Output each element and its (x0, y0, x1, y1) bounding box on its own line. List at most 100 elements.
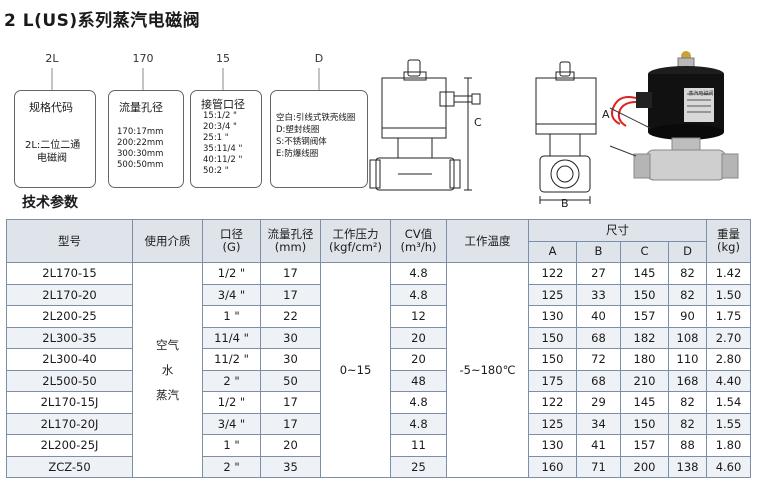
product-nameplate-text: 蒸汽电磁阀 (688, 91, 714, 97)
spec-code-line: 2L:二位二通 (25, 140, 81, 151)
cell-weight: 1.75 (706, 305, 751, 328)
cell-size-b: 33 (576, 283, 621, 306)
cell-size-b: 41 (576, 434, 621, 457)
cell-port: 2 " (202, 369, 261, 392)
code-port: 15 (216, 52, 230, 65)
cell-size-c: 210 (620, 369, 669, 392)
valve-front-drawing (369, 59, 481, 191)
cell-weight: 2.70 (706, 326, 751, 349)
code-connectors (51, 68, 320, 90)
cell-size-c: 182 (620, 326, 669, 349)
coil-line: D:塑封线圈 (276, 125, 320, 135)
coil-line: S:不锈钢阀体 (276, 137, 327, 147)
cell-size-a: 160 (528, 455, 577, 478)
cell-port: 1 " (202, 434, 261, 457)
cell-weight: 1.55 (706, 412, 751, 435)
table-subheader-row: A B C D (7, 240, 751, 263)
page-title: 2 L(US)系列蒸汽电磁阀 (4, 11, 201, 31)
header-size-a: A (528, 240, 577, 263)
cell-size-d: 168 (668, 369, 707, 392)
valve-side-drawing (535, 61, 597, 204)
spec-code-line: 电磁阀 (37, 153, 67, 164)
spec-code-label: 规格代码 (29, 101, 73, 114)
cell-port: 11/2 " (202, 348, 261, 371)
cell-size-b: 40 (576, 305, 621, 328)
cell-medium: 空气水蒸汽 (132, 262, 203, 478)
port-line: 15:1/2 " (203, 111, 237, 121)
cell-weight: 1.54 (706, 391, 751, 414)
cell-orifice: 22 (260, 305, 321, 328)
cell-orifice: 17 (260, 262, 321, 285)
code-orifice: 170 (132, 52, 154, 65)
header-size: 尺寸 (528, 219, 707, 242)
cell-port: 2 " (202, 455, 261, 478)
cell-size-b: 29 (576, 391, 621, 414)
coil-line: 空白:引线式铁壳线圈 (276, 113, 356, 123)
section-title: 技术参数 (22, 195, 78, 211)
cell-model: 2L170-15J (6, 391, 133, 414)
cell-port: 1/2 " (202, 391, 261, 414)
cell-port: 3/4 " (202, 283, 261, 306)
orifice-label: 流量孔径 (119, 101, 163, 114)
cell-size-c: 145 (620, 391, 669, 414)
cell-size-a: 150 (528, 326, 577, 349)
cell-cv: 25 (390, 455, 447, 478)
port-size-box: 接管口径 15:1/2 " 20:3/4 " 25:1 " 35:11/4 " … (190, 90, 262, 188)
cell-model: 2L300-40 (6, 348, 133, 371)
coil-line: E:防爆线圈 (276, 149, 319, 159)
cell-size-c: 150 (620, 412, 669, 435)
cell-cv: 4.8 (390, 412, 447, 435)
code-coil: D (314, 52, 324, 65)
cell-model: ZCZ-50 (6, 455, 133, 478)
table-header-row: 型号 使用介质 口径(G) 流量孔径(mm) 工作压力(kgf/cm²) CV值… (6, 219, 751, 263)
spec-code-box: 规格代码 2L:二位二通 电磁阀 (14, 90, 96, 188)
cell-size-a: 130 (528, 305, 577, 328)
cell-size-b: 71 (576, 455, 621, 478)
cell-temp: -5~180℃ (446, 262, 529, 478)
cell-size-b: 27 (576, 262, 621, 285)
port-line: 35:11/4 " (203, 144, 243, 154)
port-line: 20:3/4 " (203, 122, 237, 132)
cell-port: 11/4 " (202, 326, 261, 349)
valve-product-image (609, 51, 739, 181)
cell-orifice: 30 (260, 326, 321, 349)
cell-orifice: 30 (260, 348, 321, 371)
header-medium: 使用介质 (132, 219, 203, 263)
cell-model: 2L500-50 (6, 369, 133, 392)
cell-size-a: 175 (528, 369, 577, 392)
cell-orifice: 50 (260, 369, 321, 392)
cell-size-b: 68 (576, 326, 621, 349)
orifice-box: 流量孔径 170:17mm 200:22mm 300:30mm 500:50mm (108, 90, 184, 188)
port-line: 25:1 " (203, 133, 229, 143)
cell-orifice: 17 (260, 283, 321, 306)
cell-size-d: 108 (668, 326, 707, 349)
coil-type-box: 空白:引线式铁壳线圈 D:塑封线圈 S:不锈钢阀体 E:防爆线圈 (270, 90, 368, 188)
cell-orifice: 17 (260, 391, 321, 414)
dimension-c-label: C (474, 116, 482, 129)
dimension-a-label: A (602, 108, 610, 121)
medium-item: 空气 (156, 337, 179, 352)
orifice-line: 300:30mm (117, 149, 164, 159)
cell-size-b: 34 (576, 412, 621, 435)
dimension-b-label: B (561, 197, 569, 210)
cell-size-c: 180 (620, 348, 669, 371)
cell-orifice: 17 (260, 412, 321, 435)
cell-cv: 12 (390, 305, 447, 328)
cell-cv: 20 (390, 326, 447, 349)
cell-size-d: 138 (668, 455, 707, 478)
cell-weight: 1.42 (706, 262, 751, 285)
cell-weight: 2.80 (706, 348, 751, 371)
port-line: 40:11/2 " (203, 155, 243, 165)
cell-weight: 4.40 (706, 369, 751, 392)
cell-orifice: 20 (260, 434, 321, 457)
medium-item: 水 (161, 362, 174, 377)
header-model: 型号 (6, 219, 133, 263)
code-spec: 2L (45, 52, 59, 65)
spec-table: 型号 使用介质 口径(G) 流量孔径(mm) 工作压力(kgf/cm²) CV值… (6, 219, 751, 478)
